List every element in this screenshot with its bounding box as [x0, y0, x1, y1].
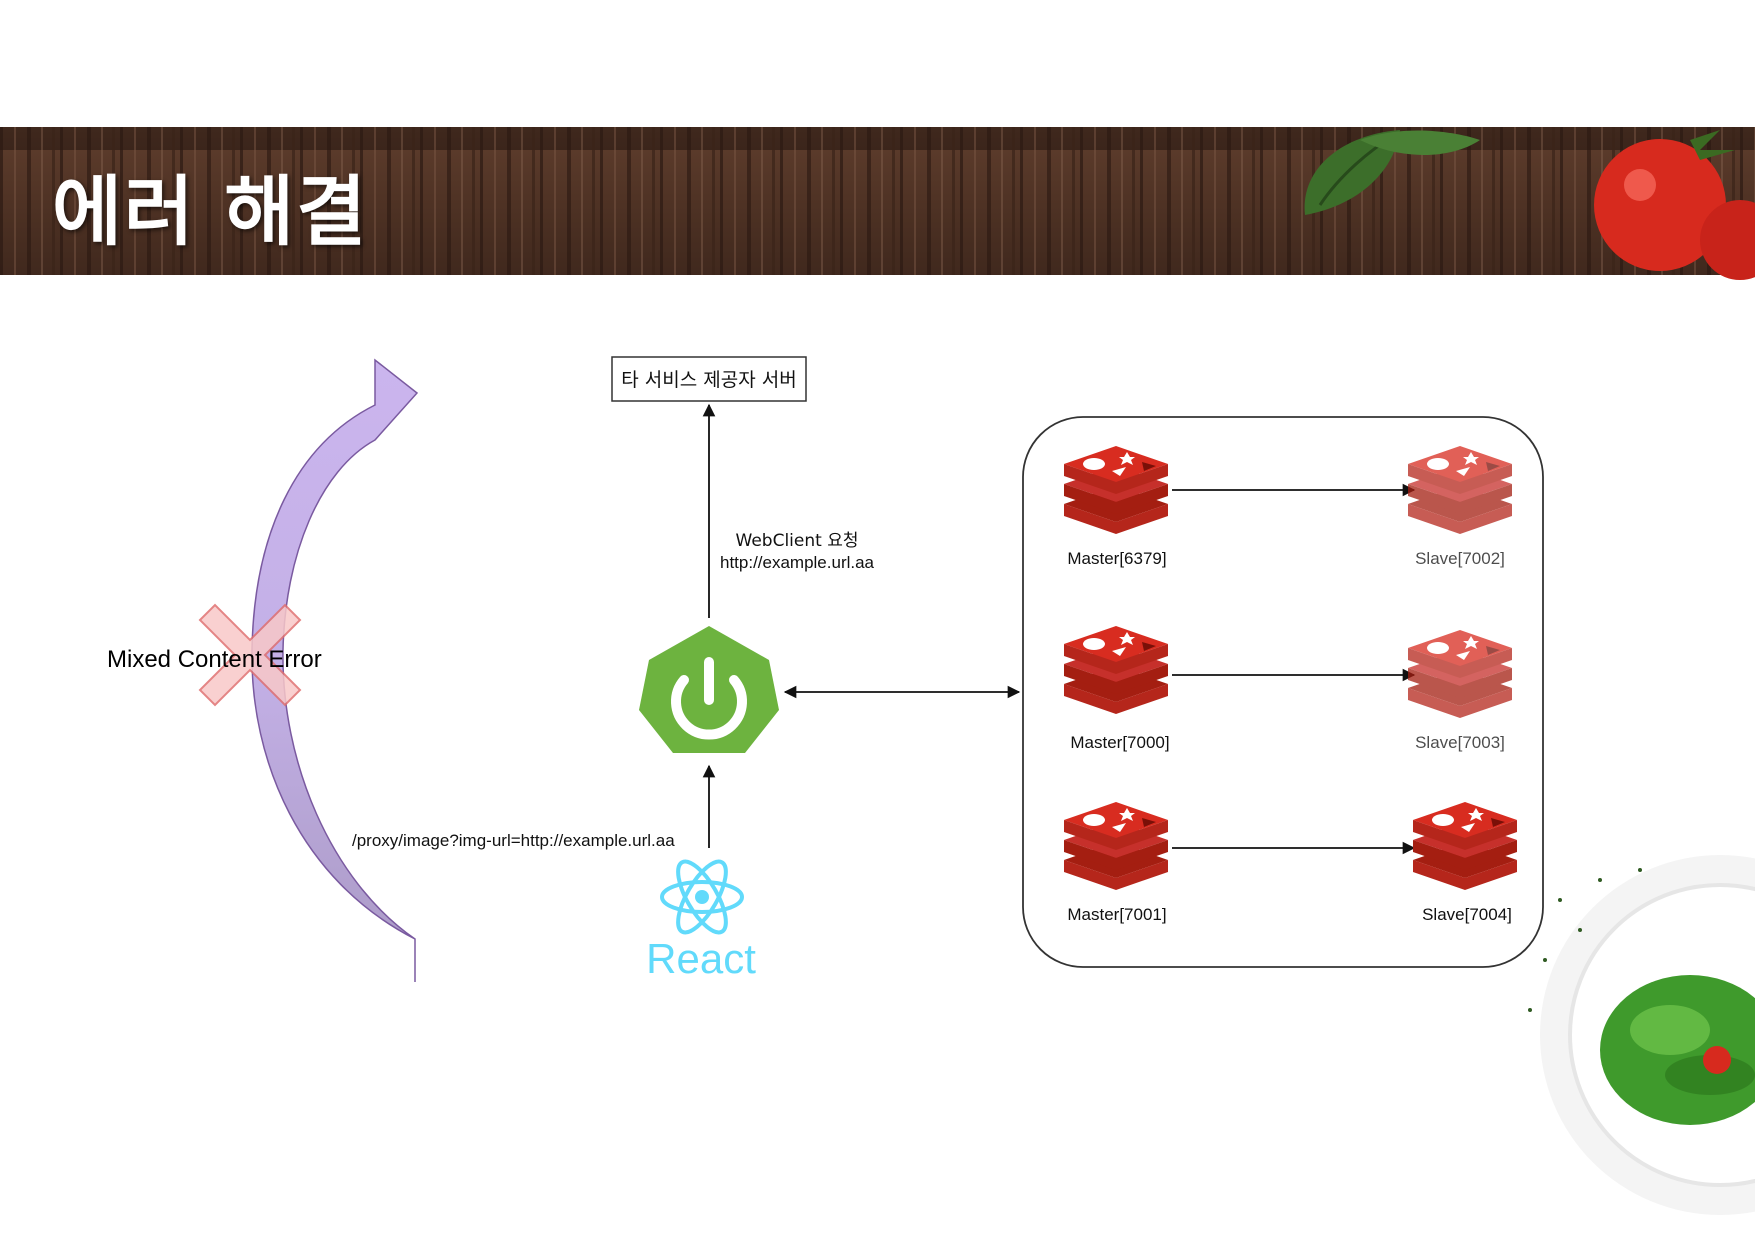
redis-master-node: Master[6379] — [1064, 446, 1168, 568]
pasta-plate-decoration — [1528, 855, 1755, 1215]
proxy-label: /proxy/image?img-url=http://example.url.… — [352, 831, 675, 850]
redis-master-label: Master[7000] — [1070, 733, 1169, 752]
redis-slave-label: Slave[7002] — [1415, 549, 1505, 568]
react-atom-icon — [660, 859, 744, 935]
spring-power-icon — [639, 626, 779, 753]
redis-slave-node: Slave[7003] — [1408, 630, 1512, 752]
basil-leaves-decoration — [1304, 130, 1480, 215]
webclient-label: WebClient 요청 — [736, 531, 859, 551]
redis-master-label: Master[6379] — [1067, 549, 1166, 568]
react-label: React — [646, 935, 756, 982]
redis-slave-node: Slave[7002] — [1408, 446, 1512, 568]
tomato-decoration — [1594, 130, 1755, 280]
redis-stack-icon — [1408, 446, 1512, 534]
redis-stack-icon — [1064, 802, 1168, 890]
curved-flow-arrow — [251, 358, 419, 982]
redis-slave-label: Slave[7003] — [1415, 733, 1505, 752]
external-server-node: 타 서비스 제공자 서버 — [611, 356, 807, 402]
header-banner — [0, 127, 1755, 280]
x-cross-icon — [198, 603, 302, 707]
error-label: Mixed Content Error — [107, 646, 322, 673]
redis-slave-node: Slave[7004] — [1413, 802, 1517, 924]
redis-stack-icon — [1064, 626, 1168, 714]
redis-stack-icon — [1064, 446, 1168, 534]
redis-stack-icon — [1408, 630, 1512, 718]
redis-slave-label: Slave[7004] — [1422, 905, 1512, 924]
redis-master-node: Master[7000] — [1064, 626, 1170, 752]
redis-master-node: Master[7001] — [1064, 802, 1168, 924]
redis-master-label: Master[7001] — [1067, 905, 1166, 924]
webclient-url: http://example.url.aa — [720, 553, 875, 572]
redis-stack-icon — [1413, 802, 1517, 890]
slide-title: 에러 해결 — [52, 167, 369, 256]
external-server-label: 타 서비스 제공자 서버 — [621, 369, 796, 391]
